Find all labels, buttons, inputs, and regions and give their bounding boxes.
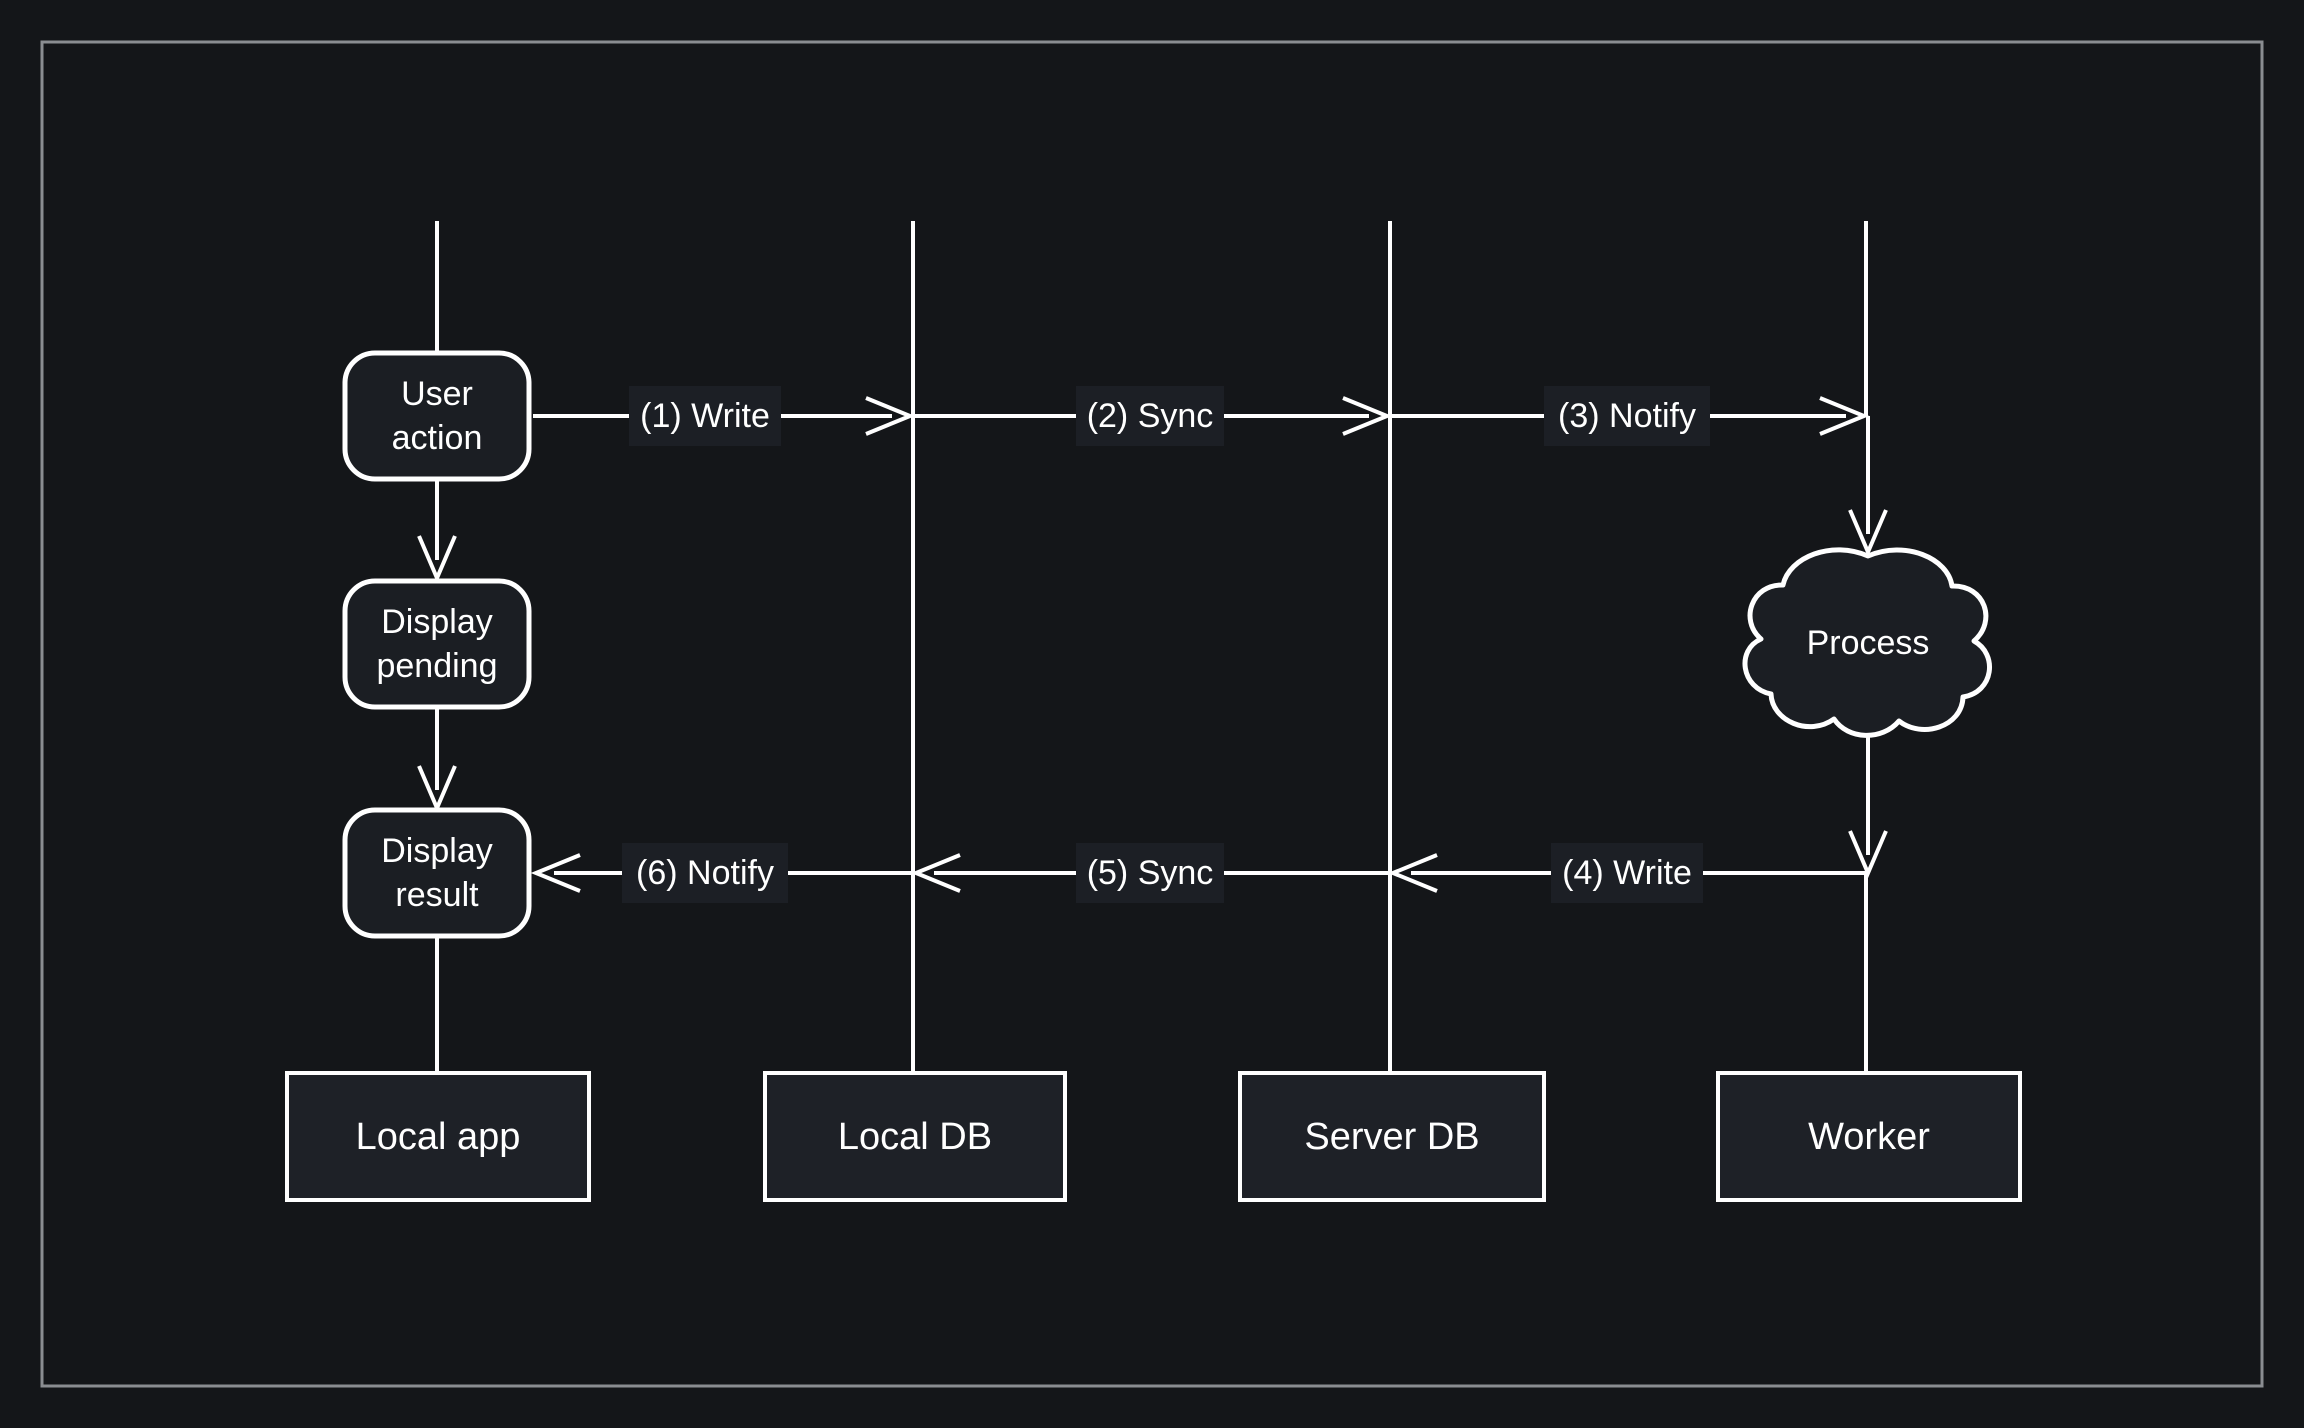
flow-user-action-to-display-pending (417, 479, 457, 584)
node-process-label: Process (1807, 624, 1930, 662)
flow-worker-to-process (1848, 416, 1888, 558)
diagram-frame (40, 40, 2264, 1388)
message-6-label-bg (622, 843, 788, 903)
node-display-result-line2: result (395, 876, 479, 914)
message-3-label: (3) Notify (1558, 397, 1696, 435)
message-5-sync[interactable]: (5) Sync (910, 843, 1390, 903)
node-display-pending-shape (342, 578, 532, 710)
flow-1-arrowhead (417, 535, 457, 584)
participant-server-db[interactable]: Server DB (1238, 1071, 1546, 1202)
node-process[interactable]: Process (1742, 547, 1992, 738)
node-user-action[interactable]: User action (342, 350, 532, 482)
node-display-result[interactable]: Display result (342, 807, 532, 939)
message-1-arrowhead (865, 396, 916, 436)
message-1-label: (1) Write (640, 397, 770, 435)
flow-4-arrowhead (1848, 830, 1888, 879)
message-2-label-bg (1076, 386, 1224, 446)
message-1-label-bg (629, 386, 781, 446)
node-process-cloud-shape (1742, 547, 1992, 738)
message-2-sync[interactable]: (2) Sync (913, 386, 1393, 446)
flow-3-arrowhead (1848, 509, 1888, 558)
participant-worker-box (1716, 1071, 2022, 1202)
message-6-notify[interactable]: (6) Notify (530, 843, 913, 903)
participant-local-app-label: Local app (356, 1116, 521, 1158)
message-3-arrowhead (1819, 396, 1870, 436)
participant-local-app[interactable]: Local app (285, 1071, 591, 1202)
message-6-label: (6) Notify (636, 854, 774, 892)
flow-display-pending-to-display-result (417, 707, 457, 814)
participant-server-db-label: Server DB (1304, 1116, 1479, 1158)
message-3-label-bg (1544, 386, 1710, 446)
message-5-label: (5) Sync (1087, 854, 1214, 892)
participant-worker[interactable]: Worker (1716, 1071, 2022, 1202)
message-4-label: (4) Write (1562, 854, 1692, 892)
message-5-label-bg (1076, 843, 1224, 903)
node-display-pending-line1: Display (381, 603, 492, 641)
node-display-pending[interactable]: Display pending (342, 578, 532, 710)
node-display-result-line1: Display (381, 832, 492, 870)
participant-local-db[interactable]: Local DB (763, 1071, 1067, 1202)
message-5-arrowhead (910, 853, 961, 893)
message-6-arrowhead (530, 853, 581, 893)
message-4-write[interactable]: (4) Write (1387, 843, 1866, 903)
participant-server-db-box (1238, 1071, 1546, 1202)
node-user-action-line2: action (392, 419, 483, 457)
node-display-result-shape (342, 807, 532, 939)
message-3-notify[interactable]: (3) Notify (1390, 386, 1870, 446)
message-2-label: (2) Sync (1087, 397, 1214, 435)
flow-process-to-server-db (1848, 720, 1888, 879)
message-4-label-bg (1551, 843, 1703, 903)
node-user-action-shape (342, 350, 532, 482)
participant-worker-label: Worker (1808, 1116, 1930, 1158)
node-display-pending-line2: pending (376, 647, 497, 685)
node-user-action-line1: User (401, 375, 473, 413)
message-1-write[interactable]: (1) Write (533, 386, 916, 446)
participant-local-db-box (763, 1071, 1067, 1202)
message-2-arrowhead (1342, 396, 1393, 436)
lifelines-group (435, 221, 1868, 1073)
message-4-arrowhead (1387, 853, 1438, 893)
participant-local-db-label: Local DB (838, 1116, 992, 1158)
participant-local-app-box (285, 1071, 591, 1202)
